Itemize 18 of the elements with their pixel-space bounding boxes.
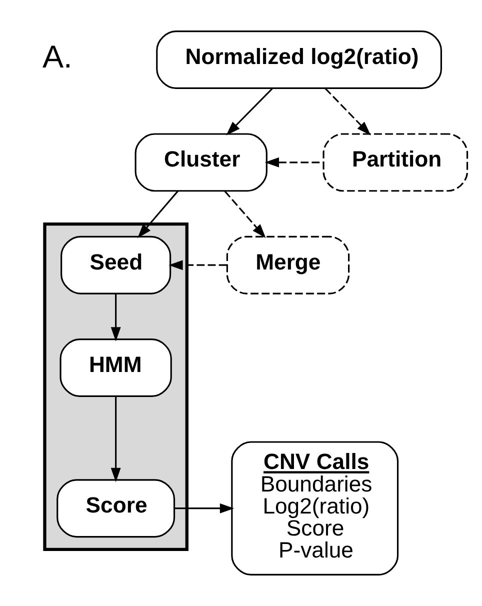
arrow [224, 190, 266, 238]
arrow [264, 157, 324, 168]
arrow [174, 503, 234, 514]
node-box: CNV Calls Boundaries Log2(ratio) Score P-value [231, 441, 399, 576]
node-box: Seed [60, 236, 172, 294]
arrow [168, 260, 227, 270]
node-box: HMM [60, 338, 172, 397]
arrow [226, 88, 273, 136]
arrow [110, 294, 121, 342]
label: A. [42, 38, 72, 75]
arrow [138, 190, 178, 238]
arrow [110, 396, 121, 482]
node-box: Normalized log2(ratio) [156, 30, 442, 89]
arrow [324, 88, 371, 136]
node-box: Merge [226, 236, 350, 294]
node-box: Partition [322, 133, 468, 192]
node-box: Score [56, 479, 176, 538]
node-box: Cluster [134, 133, 268, 192]
